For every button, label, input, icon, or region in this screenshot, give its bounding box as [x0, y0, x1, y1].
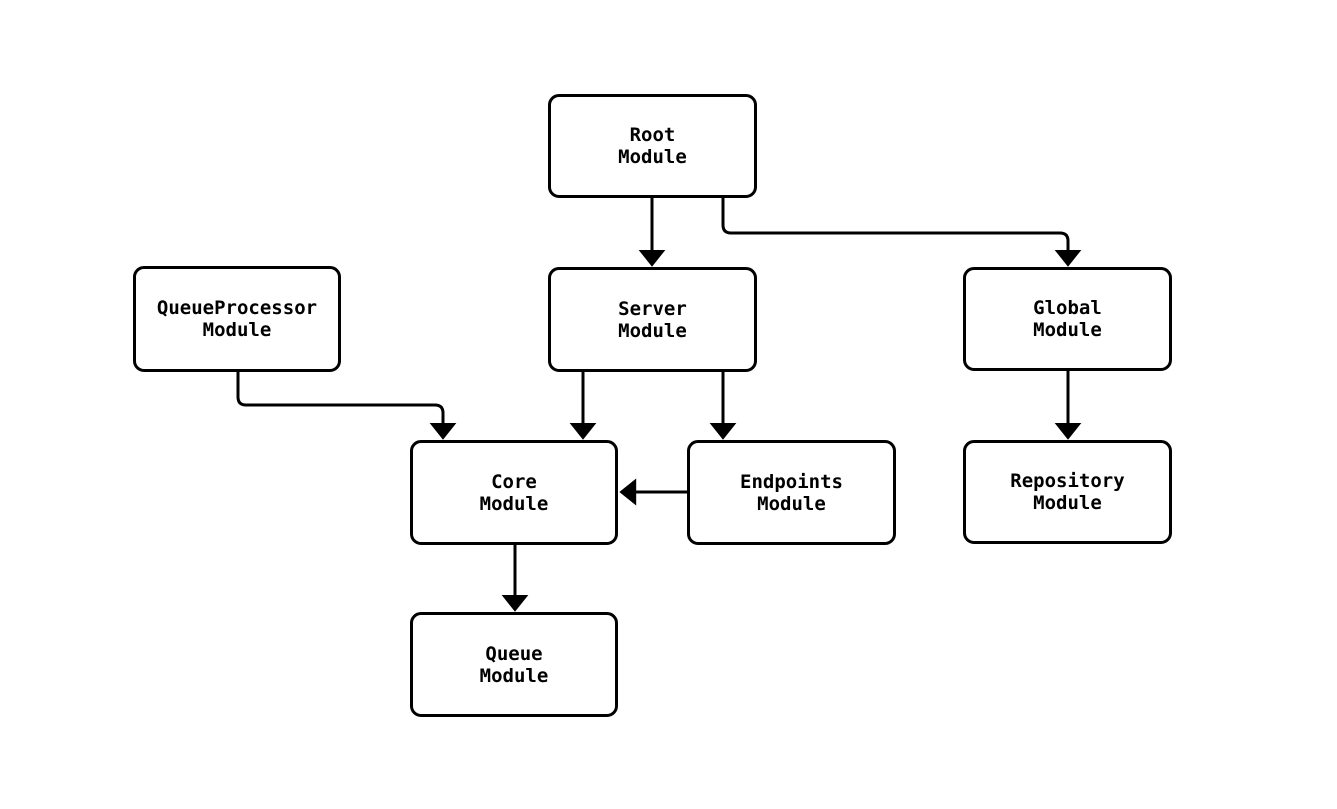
node-label-line: Root: [629, 124, 676, 146]
node-label-line: Module: [757, 492, 826, 515]
node-label-line: Module: [1033, 319, 1102, 341]
node-label-line: Core: [491, 470, 537, 493]
node-label-line: Module: [618, 319, 687, 342]
edge-queue-processor-to-core: [236, 372, 457, 440]
node-label-line: Global: [1033, 297, 1102, 319]
node-queueprocessor-module: QueueProcessor Module: [133, 266, 341, 372]
node-core-module: Core Module: [410, 440, 618, 545]
node-label-line: Queue: [485, 642, 543, 665]
node-label-line: Endpoints: [740, 470, 843, 493]
node-label-line: Server: [618, 297, 687, 320]
edge-root-to-global: [721, 198, 1082, 267]
node-label-line: Module: [202, 319, 272, 341]
node-label-line: QueueProcessor: [156, 297, 318, 319]
node-global-module: Global Module: [963, 267, 1172, 371]
node-label-line: Module: [479, 492, 549, 515]
node-server-module: Server Module: [548, 267, 757, 372]
node-label-line: Repository: [1010, 470, 1125, 492]
node-repository-module: Repository Module: [963, 440, 1172, 544]
node-queue-module: Queue Module: [410, 612, 618, 717]
node-label-line: Module: [1033, 492, 1102, 514]
node-endpoints-module: Endpoints Module: [687, 440, 896, 545]
node-root-module: Root Module: [548, 94, 757, 198]
node-label-line: Module: [618, 146, 687, 168]
node-label-line: Module: [479, 664, 549, 687]
edges-layer: [236, 198, 1082, 612]
